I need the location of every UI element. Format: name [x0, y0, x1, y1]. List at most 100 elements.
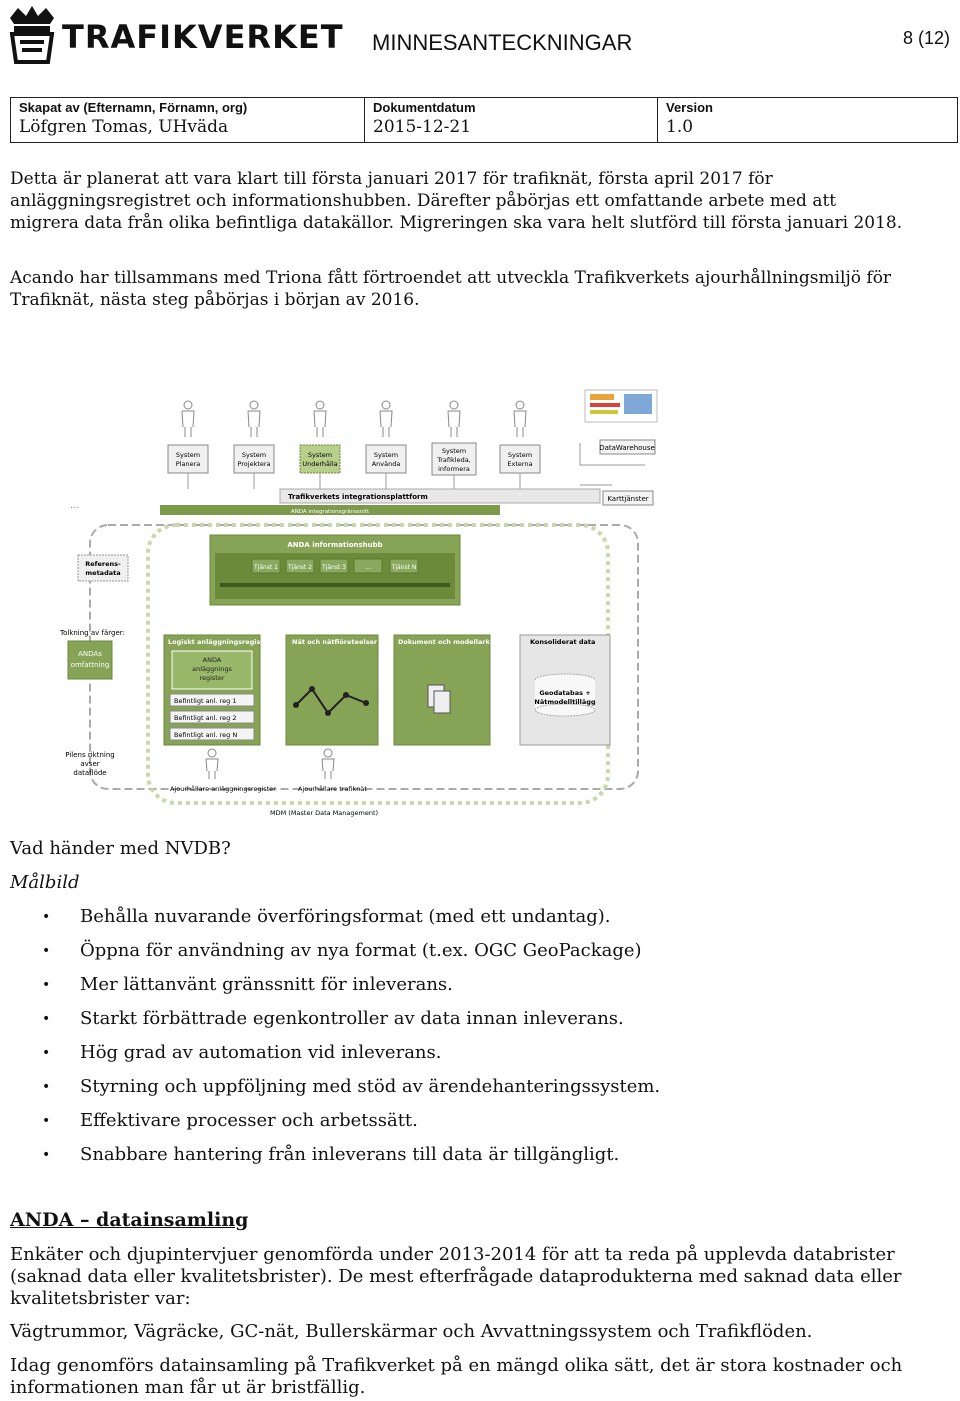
color-legend-thumbnail [584, 389, 658, 423]
anda-grans-label: ANDA integrationsgränssnitt [291, 509, 370, 515]
author-label: Skapat av (Efternamn, Förnamn, org) [19, 100, 248, 115]
anda-architecture-diagram: System Planera System Projektera System … [60, 389, 658, 817]
page-header: TRAFIKVERKET MINNESANTECKNINGAR 8 (12) [0, 0, 960, 95]
svg-text:Använda: Använda [372, 460, 401, 468]
konsoliderat-box: Konsoliderat data Geodatabas + Nätmodell… [519, 634, 611, 746]
referens-metadata: Referens- metadata [77, 554, 129, 582]
datawarehouse-label: DataWarehouse [599, 444, 655, 452]
logo-wordmark: TRAFIKVERKET [62, 18, 344, 56]
system-boxes: System Planera System Projektera System … [167, 442, 541, 476]
list-item: Starkt förbättrade egenkontroller av dat… [40, 1006, 660, 1040]
svg-text:Geodatabas +: Geodatabas + [539, 689, 590, 697]
svg-text:...: ... [365, 564, 371, 571]
svg-text:Tjänst 2: Tjänst 2 [287, 564, 312, 571]
dokument-box: Dokument och modellarkiv [393, 634, 497, 746]
svg-text:Referens-: Referens- [85, 560, 121, 568]
svg-text:informera: informera [438, 465, 470, 473]
mdm-label: MDM (Master Data Management) [270, 809, 378, 817]
svg-text:omfattning: omfattning [71, 661, 110, 669]
paragraph-survey: Enkäter och djupintervjuer genomförda un… [10, 1244, 902, 1309]
document-type: MINNESANTECKNINGAR [372, 30, 633, 55]
svg-text:Befintligt anl. reg 2: Befintligt anl. reg 2 [174, 714, 236, 722]
bottom-labels: Ajourhållare anläggningsregister Ajourhå… [170, 784, 378, 817]
list-item: Mer lättanvänt gränssnitt för inleverans… [40, 972, 660, 1006]
svg-text:Underhålla: Underhålla [302, 459, 337, 468]
mdm-dashed-boundary [146, 523, 610, 805]
metadata-table: Skapat av (Efternamn, Förnamn, org) Löfg… [10, 97, 958, 143]
svg-text:Planera: Planera [176, 460, 200, 468]
anda-section-title: ANDA – datainsamling [10, 1209, 249, 1231]
integration-platform-label: Trafikverkets integrationsplattform [288, 493, 428, 501]
list-item: Öppna för användning av nya format (t.ex… [40, 938, 660, 972]
list-item: Behålla nuvarande överföringsformat (med… [40, 904, 660, 938]
nvdb-heading: Vad händer med NVDB? [10, 838, 231, 859]
ajour-trafiknat-label: Ajourhållare trafiknät [298, 784, 367, 793]
anda-informationshubb: ANDA informationshubb Tjänst 1 Tjänst 2 … [209, 534, 461, 606]
tolkning-label: Tolkning av färger: [60, 629, 125, 637]
system-underhalla-label: System [308, 451, 332, 459]
svg-text:dataflöde: dataflöde [73, 769, 106, 777]
list-item: Styrning och uppföljning med stöd av äre… [40, 1074, 660, 1108]
svg-text:ANDA: ANDA [203, 656, 222, 664]
paragraph-acando: Acando har tillsammans med Triona fått f… [10, 268, 892, 310]
svg-text:anläggnings: anläggnings [192, 665, 232, 673]
version-value: 1.0 [666, 117, 694, 137]
svg-text:Trafikleda,: Trafikleda, [436, 456, 471, 464]
svg-text:Dokument och modellarkiv: Dokument och modellarkiv [398, 638, 497, 646]
integration-platform: ... Trafikverkets integrationsplattform … [68, 485, 601, 517]
person-icon [447, 400, 461, 437]
bottom-persons [205, 748, 335, 779]
ajour-anlaggning-label: Ajourhållare anläggningsregister [170, 784, 276, 793]
date-cell: Dokumentdatum 2015-12-21 [364, 97, 658, 143]
paragraph-current: Idag genomförs datainsamling på Trafikve… [10, 1355, 903, 1398]
svg-text:Tjänst N: Tjänst N [391, 564, 417, 571]
list-item: Hög grad av automation vid inleverans. [40, 1040, 660, 1074]
author-cell: Skapat av (Efternamn, Förnamn, org) Löfg… [10, 97, 365, 143]
hub-label: ANDA informationshubb [287, 541, 382, 549]
person-icon [379, 400, 393, 437]
svg-text:Befintligt anl. reg N: Befintligt anl. reg N [174, 731, 237, 739]
malbild-heading: Målbild [10, 872, 80, 893]
system-trafikleda-label: System [442, 447, 466, 455]
svg-text:Pilens riktning: Pilens riktning [65, 751, 114, 759]
paragraph-schedule: Detta är planerat att vara klart till fö… [10, 169, 903, 233]
system-planera-label: System [176, 451, 200, 459]
right-services: DataWarehouse Karttjänster [599, 439, 656, 506]
svg-text:...: ... [70, 500, 80, 511]
svg-text:metadata: metadata [85, 569, 120, 577]
version-label: Version [666, 100, 713, 115]
version-cell: Version 1.0 [658, 98, 958, 143]
person-icon [313, 400, 327, 437]
svg-text:register: register [199, 674, 224, 682]
person-icon [181, 400, 195, 437]
page-number: 8 (12) [902, 28, 950, 48]
color-legend: Tolkning av färger: ANDAs omfattning Pil… [60, 629, 125, 777]
person-icon [513, 400, 527, 437]
svg-text:Konsoliderat data: Konsoliderat data [530, 638, 595, 646]
trafikverket-logo: TRAFIKVERKET [4, 4, 343, 66]
crown-emblem-icon [9, 6, 55, 64]
author-value: Löfgren Tomas, UHväda [19, 117, 229, 137]
person-icons-row [181, 400, 527, 437]
svg-text:avser: avser [80, 760, 99, 768]
logiskt-anlaggningsregister: Logiskt anläggningsregister ANDA anläggn… [163, 634, 272, 746]
svg-text:ANDAs: ANDAs [78, 650, 102, 658]
person-icon [247, 400, 261, 437]
svg-text:Externa: Externa [507, 460, 532, 468]
svg-text:Nät och nätfiöreteelser: Nät och nätfiöreteelser [292, 638, 378, 646]
karttjanster-label: Karttjänster [607, 495, 648, 503]
svg-text:Tjänst 1: Tjänst 1 [253, 564, 278, 571]
connector-lines [187, 443, 645, 489]
system-externa-label: System [508, 451, 532, 459]
date-label: Dokumentdatum [373, 100, 476, 115]
svg-text:Logiskt anläggningsregister: Logiskt anläggningsregister [168, 638, 272, 646]
system-projektera-label: System [242, 451, 266, 459]
list-item: Snabbare hantering från inleverans till … [40, 1142, 660, 1176]
svg-text:Nätmodelltillägg: Nätmodelltillägg [534, 698, 596, 706]
list-item: Effektivare processer och arbetssätt. [40, 1108, 660, 1142]
svg-text:Projektera: Projektera [237, 460, 270, 468]
system-anvanda-label: System [374, 451, 398, 459]
paragraph-products: Vägtrummor, Vägräcke, GC-nät, Bullerskär… [10, 1321, 813, 1342]
nat-box: Nät och nätfiöreteelser [285, 634, 379, 746]
goal-bullet-list: Behålla nuvarande överföringsformat (med… [40, 904, 660, 1176]
